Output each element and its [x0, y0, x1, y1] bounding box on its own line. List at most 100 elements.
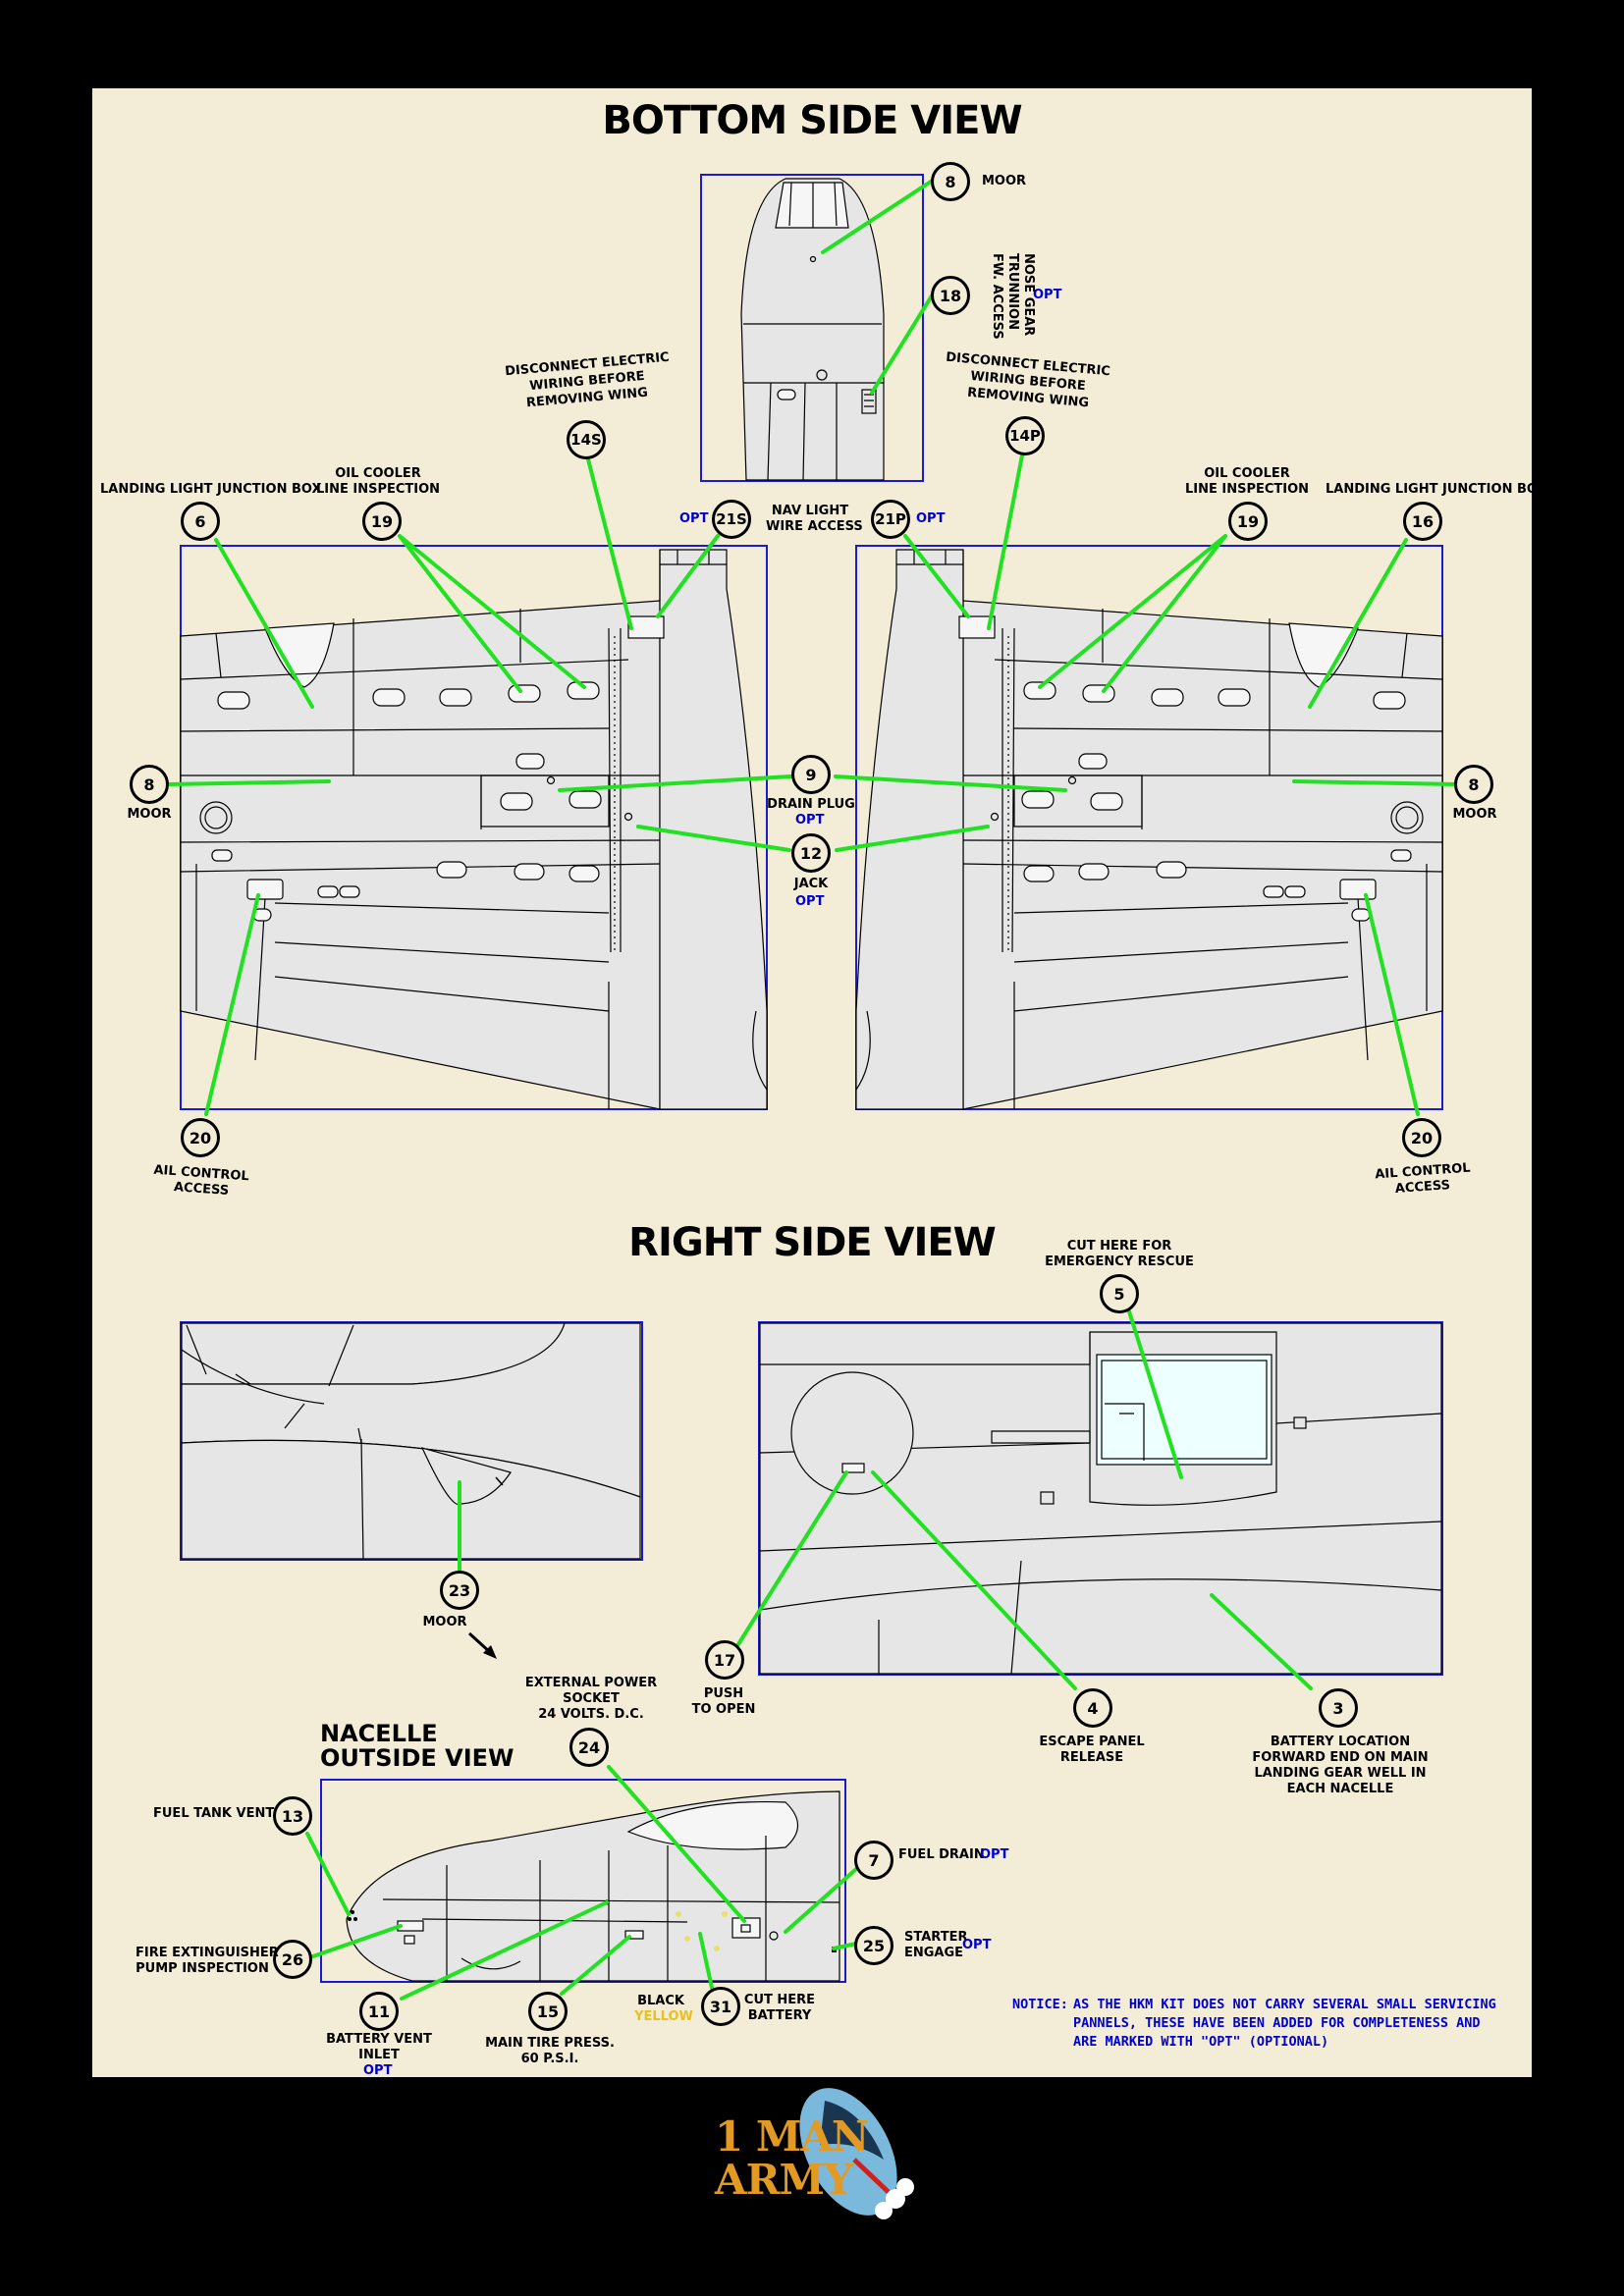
- label-cut-rescue-2: EMERGENCY RESCUE: [1045, 1255, 1194, 1269]
- label-fire-ext-2: PUMP INSPECTION: [135, 1961, 269, 1976]
- label-main-tire-1: MAIN TIRE PRESS.: [485, 2036, 615, 2051]
- opt-7: OPT: [980, 1847, 1009, 1862]
- right-view-title: RIGHT SIDE VIEW: [628, 1220, 997, 1265]
- label-main-tire-2: 60 P.S.I.: [520, 2052, 579, 2066]
- notice-line-1: AS THE HKM KIT DOES NOT CARRY SEVERAL SM…: [1073, 1997, 1496, 2012]
- callout-16: 16: [1403, 502, 1442, 541]
- logo: 1 MAN ARMY: [707, 2109, 903, 2226]
- callout-26: 26: [273, 1940, 312, 1979]
- label-battery-loc-3: LANDING GEAR WELL IN: [1254, 1766, 1427, 1781]
- label-oil-cooler-left-2: LINE INSPECTION: [315, 482, 441, 497]
- label-jack: JACK: [793, 877, 829, 891]
- callout-7: 7: [854, 1841, 893, 1880]
- label-black: BLACK: [637, 1994, 684, 2008]
- callout-6: 6: [181, 502, 220, 541]
- label-fire-ext-1: FIRE EXTINGUISHER: [135, 1946, 279, 1960]
- label-escape-panel-1: ESCAPE PANEL: [1039, 1735, 1145, 1749]
- callout-14s: 14S: [567, 420, 606, 459]
- label-cut-rescue-1: CUT HERE FOR: [1066, 1239, 1172, 1254]
- callout-21s: 21S: [712, 500, 751, 539]
- nacelle-title-line1: NACELLE: [320, 1720, 438, 1747]
- label-oil-cooler-right-1: OIL COOLER: [1204, 466, 1290, 481]
- callout-19-right: 19: [1228, 502, 1268, 541]
- right-wing-bottom-view: [855, 545, 1443, 1110]
- logo-line1: 1 MAN: [715, 2112, 869, 2161]
- leader-lines: [165, 178, 1459, 2001]
- label-battery-vent-2: INLET: [358, 2048, 400, 2062]
- label-ext-power-1: EXTERNAL POWER: [524, 1676, 658, 1690]
- callout-11: 11: [359, 1992, 399, 2031]
- callout-3: 3: [1319, 1688, 1358, 1728]
- callout-8-left: 8: [130, 765, 169, 804]
- callout-4: 4: [1073, 1688, 1112, 1728]
- label-nose-gear-2: TRUNNION: [1005, 253, 1020, 330]
- callout-15: 15: [528, 1992, 568, 2031]
- callout-18: 18: [931, 276, 970, 315]
- left-wing-bottom-view: [180, 545, 768, 1110]
- bottom-view-title: BOTTOM SIDE VIEW: [602, 98, 1022, 143]
- callout-20-left: 20: [181, 1118, 220, 1157]
- callout-24: 24: [569, 1728, 609, 1767]
- callout-23: 23: [440, 1571, 479, 1610]
- opt-11: OPT: [363, 2063, 393, 2078]
- callout-14p: 14P: [1005, 416, 1045, 455]
- opt-25: OPT: [962, 1938, 992, 1952]
- label-oil-cooler-left-1: OIL COOLER: [335, 466, 421, 481]
- opt-18: OPT: [1033, 288, 1062, 302]
- label-nav-light-1: NAV LIGHT: [771, 504, 849, 518]
- tail-side-view: [180, 1321, 643, 1561]
- label-cut-battery-2: BATTERY: [747, 2008, 812, 2023]
- notice-lead: NOTICE:: [1012, 1997, 1068, 2012]
- label-starter-2: ENGAGE: [904, 1946, 964, 1960]
- label-nav-light-2: WIRE ACCESS: [766, 519, 863, 534]
- opt-21p: OPT: [916, 511, 946, 526]
- label-starter-1: STARTER: [904, 1930, 968, 1945]
- label-landing-light-right: LANDING LIGHT JUNCTION BOX: [1326, 482, 1547, 497]
- label-moor-nose: MOOR: [982, 174, 1027, 188]
- label-yellow: YELLOW: [634, 2009, 693, 2024]
- label-ext-power-3: 24 VOLTS. D.C.: [538, 1707, 644, 1722]
- label-fuel-tank-vent: FUEL TANK VENT: [153, 1806, 275, 1821]
- callout-17: 17: [705, 1640, 744, 1680]
- label-cut-battery-1: CUT HERE: [743, 1993, 816, 2007]
- opt-12: OPT: [795, 894, 825, 909]
- label-battery-vent-1: BATTERY VENT: [326, 2032, 432, 2047]
- callout-8-nose: 8: [931, 162, 970, 201]
- callout-9: 9: [791, 755, 831, 794]
- label-battery-loc-4: EACH NACELLE: [1286, 1782, 1394, 1796]
- notice-line-2: PANNELS, THESE HAVE BEEN ADDED FOR COMPL…: [1073, 2015, 1481, 2031]
- callout-8-right: 8: [1454, 765, 1493, 804]
- logo-art: [799, 2088, 914, 2219]
- logo-line2: ARMY: [715, 2156, 853, 2204]
- notice-line-3: ARE MARKED WITH "OPT" (OPTIONAL): [1073, 2034, 1329, 2050]
- opt-9: OPT: [795, 813, 825, 828]
- callout-19-left: 19: [362, 502, 402, 541]
- label-fuel-drain: FUEL DRAIN: [898, 1847, 985, 1862]
- label-push-open-1: PUSH: [703, 1686, 744, 1701]
- label-ext-power-2: SOCKET: [563, 1691, 620, 1706]
- nacelle-side-view: [320, 1779, 846, 1983]
- callout-21p: 21P: [871, 500, 910, 539]
- label-moor-tail: MOOR: [422, 1615, 467, 1629]
- callout-13: 13: [273, 1796, 312, 1836]
- label-escape-panel-2: RELEASE: [1059, 1750, 1124, 1765]
- label-landing-light-left: LANDING LIGHT JUNCTION BOX: [100, 482, 322, 497]
- opt-21s: OPT: [679, 511, 709, 526]
- nose-bottom-view: [700, 174, 924, 482]
- label-battery-loc-2: FORWARD END ON MAIN: [1252, 1750, 1429, 1765]
- cockpit-side-view: [758, 1321, 1443, 1676]
- label-push-open-2: TO OPEN: [691, 1702, 756, 1717]
- callout-5: 5: [1100, 1274, 1139, 1313]
- label-moor-right: MOOR: [1452, 807, 1497, 822]
- callout-20-right: 20: [1402, 1118, 1441, 1157]
- label-drain-plug: DRAIN PLUG: [767, 797, 855, 812]
- label-moor-left: MOOR: [127, 807, 172, 822]
- callout-31: 31: [701, 1987, 740, 2026]
- nacelle-title-line2: OUTSIDE VIEW: [320, 1744, 514, 1772]
- label-battery-loc-1: BATTERY LOCATION: [1270, 1735, 1411, 1749]
- callout-25: 25: [854, 1926, 893, 1965]
- callout-12: 12: [791, 833, 831, 873]
- label-nose-gear-3: FW. ACCESS: [990, 253, 1004, 340]
- label-oil-cooler-right-2: LINE INSPECTION: [1184, 482, 1310, 497]
